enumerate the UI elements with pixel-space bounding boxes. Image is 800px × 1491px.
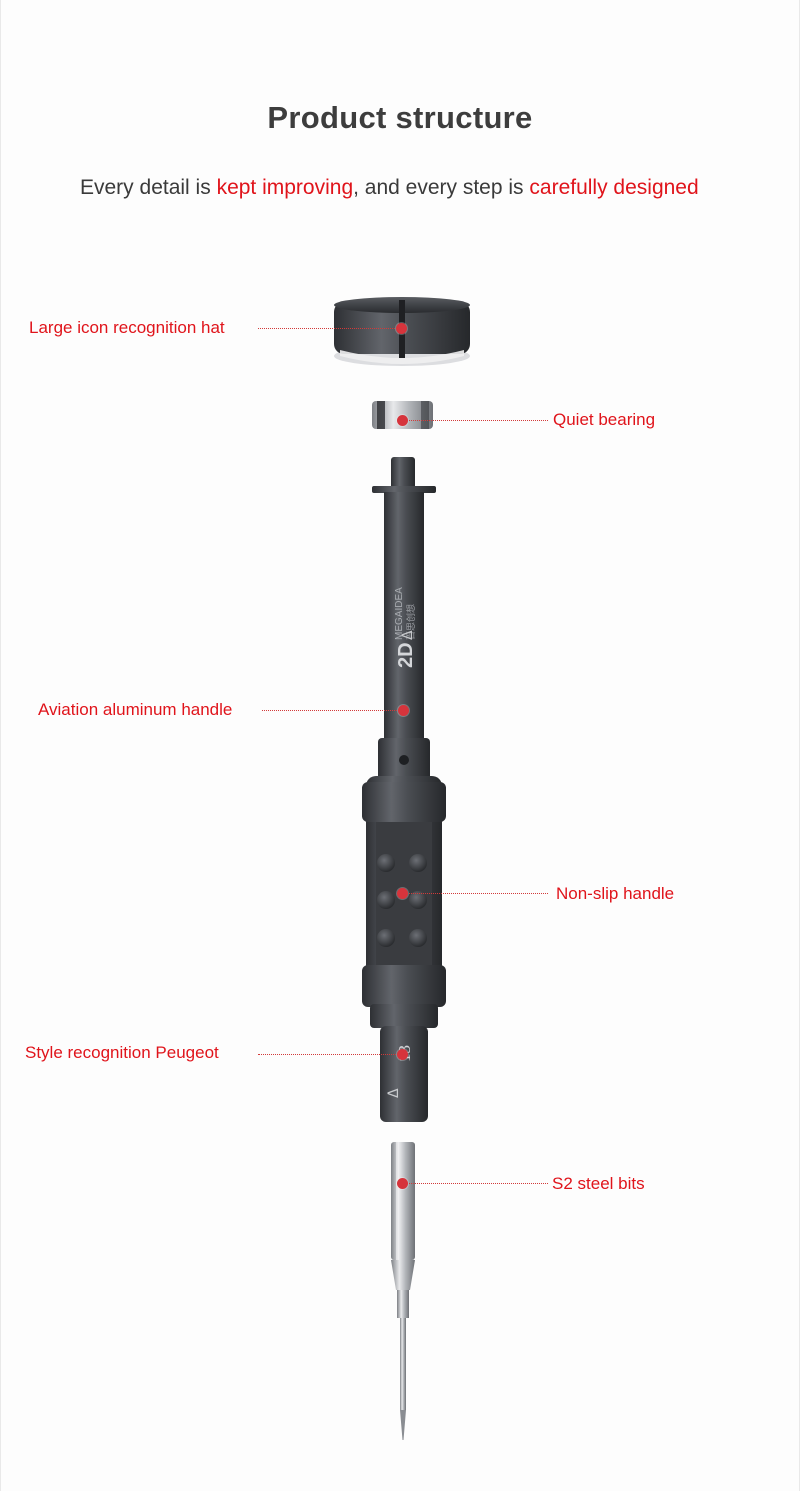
hat-marker-dot	[396, 323, 407, 334]
callout-aluminum-label: Aviation aluminum handle	[38, 700, 233, 719]
callout-hat-label: Large icon recognition hat	[29, 318, 225, 337]
nonslip-marker-dot	[397, 888, 408, 899]
handle-brand-cn-text: 百思创想	[405, 604, 417, 640]
handle-series-icon: Δ	[400, 630, 416, 640]
peugeot-marker-dot	[397, 1049, 408, 1060]
subtitle-part-1: Every detail is	[80, 176, 217, 199]
subtitle-part-2: , and every step is	[353, 176, 530, 199]
callout-nonslip-label: Non-slip handle	[556, 884, 675, 903]
subtitle-highlight-1: kept improving	[216, 176, 354, 199]
callout-peugeot-label: Style recognition Peugeot	[25, 1043, 219, 1062]
bearing-marker-dot	[397, 415, 408, 426]
left-edge-line	[0, 0, 1, 1491]
peugeot-leader-line	[258, 1054, 402, 1055]
nonslip-leader-line	[403, 893, 548, 894]
callout-bearing-label: Quiet bearing	[553, 410, 656, 429]
page-subtitle: Every detail is kept improving, and ever…	[80, 176, 699, 200]
bits-leader-line	[403, 1183, 548, 1184]
handle-brand-text: MEGAIDEA	[394, 587, 405, 640]
bit-delta-icon: Δ	[386, 1088, 402, 1098]
handle-series-text: 2D	[395, 642, 417, 668]
subtitle-highlight-2: carefully designed	[529, 176, 699, 199]
callout-bits-label: S2 steel bits	[552, 1174, 645, 1193]
aluminum-marker-dot	[398, 705, 409, 716]
grip-part: Δ 13	[362, 738, 446, 1122]
handle-shaft-part: MEGAIDEA 百思创想 2D Δ	[372, 457, 436, 742]
page-title: Product structure	[267, 100, 533, 135]
steel-bit-part	[391, 1142, 415, 1440]
hat-leader-line	[258, 328, 401, 329]
aluminum-leader-line	[262, 710, 403, 711]
bearing-leader-line	[404, 420, 548, 421]
bits-marker-dot	[397, 1178, 408, 1189]
